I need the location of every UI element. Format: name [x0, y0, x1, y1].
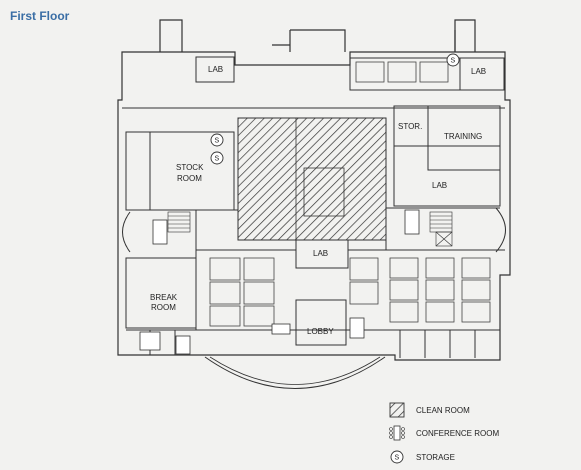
room-label-break-room-line2: ROOM [151, 303, 176, 312]
hatched-square-icon [389, 402, 405, 418]
room-label-lab-top-left: LAB [208, 65, 223, 74]
storage-symbol-text: S [215, 156, 220, 163]
room-label-stock-room-line2: ROOM [177, 174, 202, 183]
legend-label-clean-room: CLEAN ROOM [416, 406, 470, 415]
conference-tables [139, 209, 420, 355]
stairs [167, 211, 453, 247]
room-label-training: TRAINING [444, 132, 482, 141]
page-title: First Floor [10, 9, 70, 23]
legend-label-conference-room: CONFERENCE ROOM [416, 429, 499, 438]
storage-icon: S [446, 53, 460, 67]
storage-icon: S [210, 151, 224, 165]
storage-circle-icon: S [390, 450, 404, 464]
left-bay [122, 211, 131, 253]
conference-table-icon [389, 425, 405, 441]
legend-storage-symbol: S [395, 455, 400, 462]
storage-symbol-text: S [215, 138, 220, 145]
workstation-grid [209, 61, 491, 327]
room-label-lab-top-right: LAB [471, 67, 486, 76]
room-label-lab-right: LAB [432, 181, 447, 190]
right-bay [495, 207, 506, 253]
clean-room-area [237, 117, 387, 241]
storage-icon: S [210, 133, 224, 147]
legend: CLEAN ROOM CONFERENCE ROOM S STORAGE [389, 402, 499, 464]
front-curve [204, 356, 386, 389]
room-label-lobby: LOBBY [307, 327, 334, 336]
room-label-storage-room: STOR. [398, 122, 422, 131]
legend-label-storage: STORAGE [416, 453, 455, 462]
room-label-break-room-line1: BREAK [150, 293, 178, 302]
room-label-lab-center: LAB [313, 249, 328, 258]
storage-symbol-text: S [451, 58, 456, 65]
room-label-stock-room-line1: STOCK [176, 163, 204, 172]
